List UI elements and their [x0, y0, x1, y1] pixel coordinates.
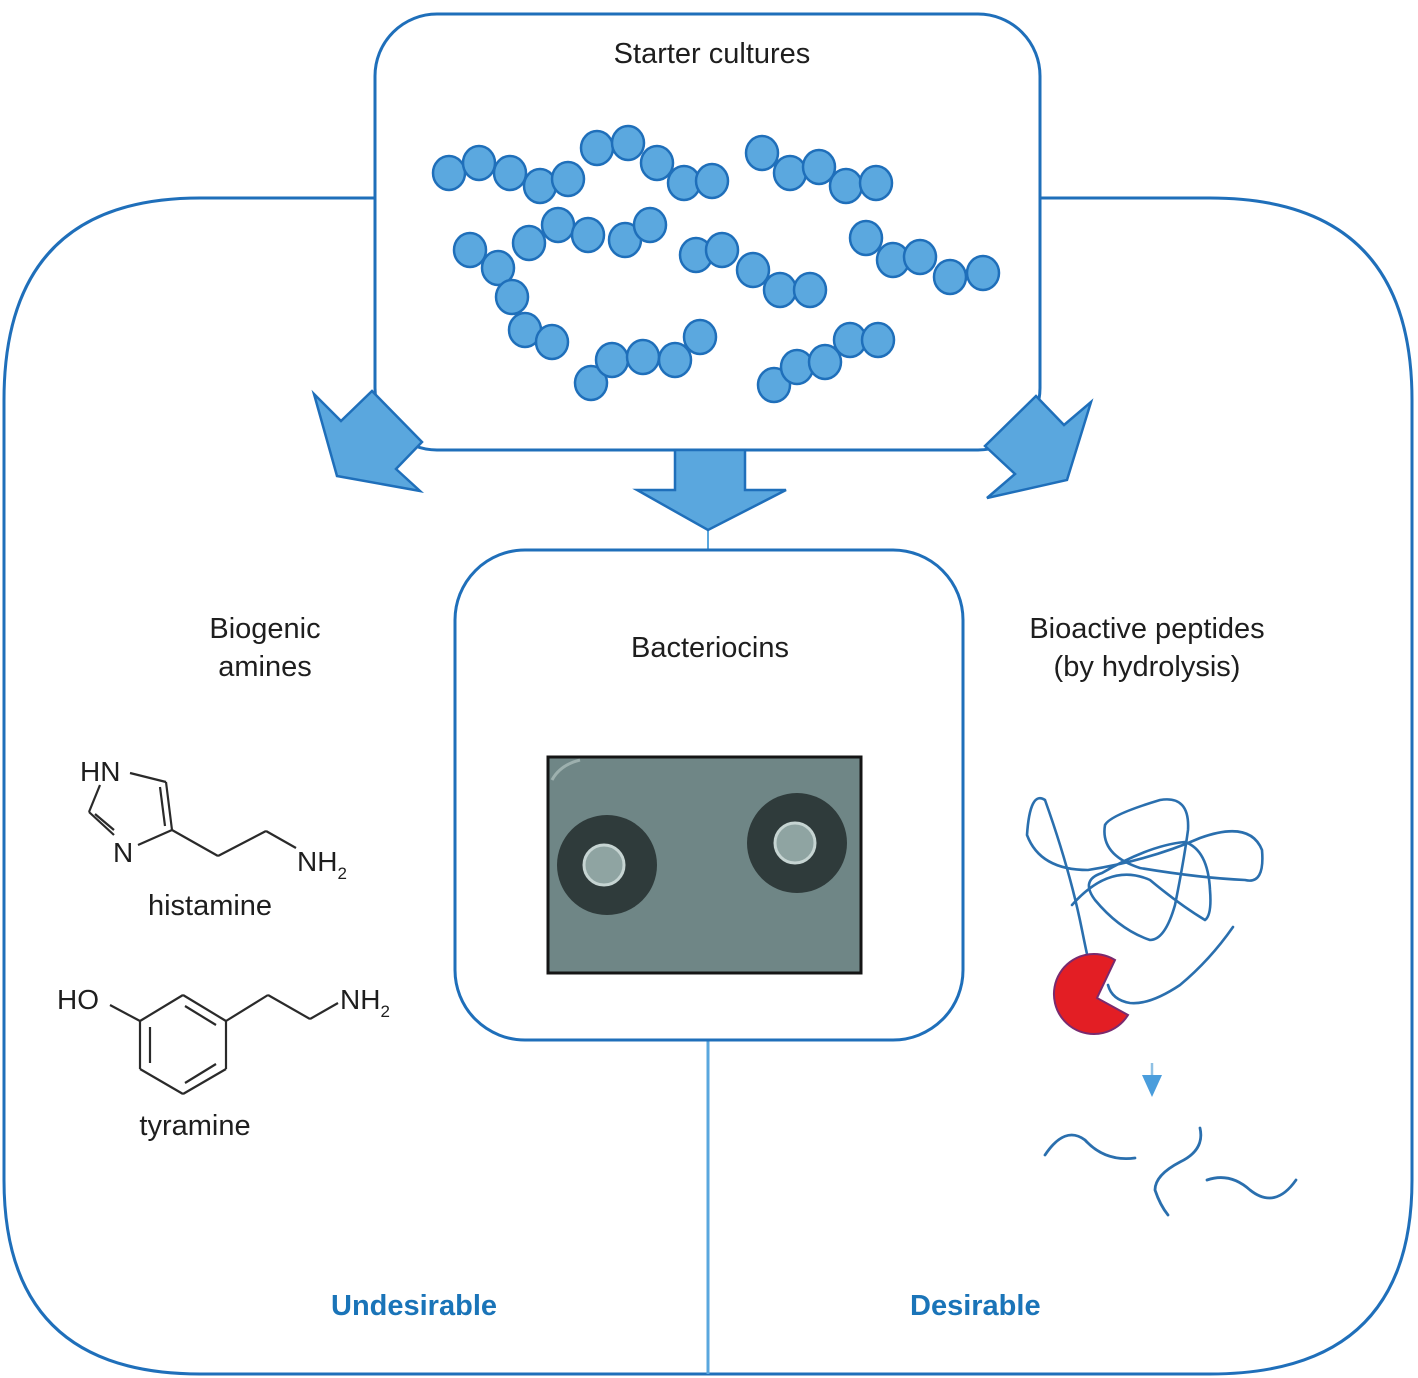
biogenic-amines-heading-line2: amines [218, 651, 312, 683]
bacterium-cell [762, 271, 798, 309]
bacterium-cell [540, 206, 576, 244]
bacterium-cell [744, 134, 780, 172]
bacterium-cell [801, 148, 837, 186]
bacterium-cell [431, 154, 467, 192]
bacteria-chains [431, 124, 1001, 404]
protein-tail [1106, 925, 1235, 1005]
bacterium-cell [625, 338, 661, 376]
bacterium-cell [792, 271, 828, 309]
bacterium-cell [704, 231, 740, 269]
bioactive-peptides-heading-line2: (by hydrolysis) [1053, 651, 1241, 683]
bacterium-cell [610, 124, 646, 162]
bacterium-cell [902, 238, 938, 276]
bacterium-cell [573, 364, 609, 402]
bacterium-cell [534, 323, 570, 361]
histamine-structure [87, 771, 297, 857]
biogenic-amines-heading: Biogenic amines [150, 610, 380, 686]
bacterium-cell [550, 160, 586, 198]
bacterium-cell [570, 216, 606, 254]
histamine-hn-atom: HN [80, 756, 121, 787]
tyramine-label: tyramine [139, 1110, 251, 1142]
tyramine-amine-text: NH [340, 984, 381, 1015]
starter-cultures-title: Starter cultures [613, 38, 811, 70]
protein-chain [1025, 797, 1264, 998]
tyramine-nh2-atom: NH2 [340, 985, 390, 1027]
bacterium-cell [452, 231, 488, 269]
protease-enzyme-icon [1052, 953, 1130, 1035]
bacterium-cell [965, 254, 1001, 292]
arrow-down-icon [632, 448, 787, 532]
bacterium-cell [594, 341, 630, 379]
bacterium-cell [848, 219, 884, 257]
undesirable-label: Undesirable [331, 1290, 497, 1322]
bacterium-cell [828, 167, 864, 205]
bacterium-cell [522, 167, 558, 205]
starter-cultures-box [373, 12, 1042, 452]
bacterium-cell [807, 343, 843, 381]
peptide-fragments [1043, 1126, 1298, 1217]
histamine-label: histamine [147, 890, 273, 922]
histamine-n-atom: N [113, 837, 134, 868]
histamine-nh2-atom: NH2 [297, 847, 347, 889]
bacterium-cell [682, 318, 718, 356]
bacterium-cell [860, 321, 896, 359]
hydrolysis-arrow-icon [1142, 1063, 1162, 1097]
bioactive-peptides-heading-line1: Bioactive peptides [1029, 613, 1265, 645]
histamine-amine-subscript: 2 [337, 864, 347, 883]
arrow-right-icon [983, 394, 1094, 500]
outer-frame [2, 196, 1414, 1376]
bacterium-cell [756, 366, 792, 404]
bacteriocins-heading: Bacteriocins [631, 632, 789, 664]
bacterium-cell [632, 206, 668, 244]
arrow-left-icon [311, 389, 425, 493]
bacterium-cell [858, 164, 894, 202]
bacterium-cell [779, 348, 815, 386]
bacterium-cell [579, 129, 615, 167]
bacterium-cell [735, 251, 771, 289]
bacterium-cell [772, 154, 808, 192]
tyramine-amine-subscript: 2 [380, 1002, 390, 1021]
bacterium-cell [461, 144, 497, 182]
biogenic-amines-heading-line1: Biogenic [209, 613, 321, 645]
tyramine-structure [109, 994, 339, 1095]
bacterium-cell [932, 258, 968, 296]
bioactive-peptides-heading: Bioactive peptides (by hydrolysis) [997, 610, 1297, 686]
bacterium-cell [511, 224, 547, 262]
histamine-amine-text: NH [297, 846, 338, 877]
tyramine-ho-atom: HO [57, 984, 99, 1015]
bacterium-cell [657, 341, 693, 379]
bacterium-cell [492, 154, 528, 192]
bacteriocin-plate-image [546, 755, 863, 975]
bacterium-cell [639, 144, 675, 182]
bacterium-cell [494, 278, 530, 316]
bacterium-cell [480, 249, 516, 287]
desirable-label: Desirable [910, 1290, 1041, 1322]
bacterium-cell [694, 162, 730, 200]
